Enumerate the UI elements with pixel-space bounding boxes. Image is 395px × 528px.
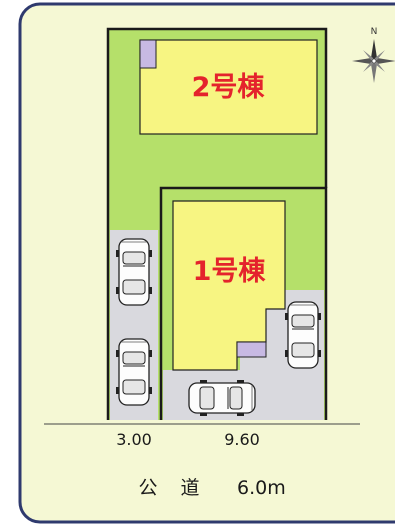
lot-2-boundary bbox=[106, 27, 328, 420]
lot-1-boundary bbox=[159, 186, 328, 420]
car-icon bbox=[116, 338, 152, 406]
car-icon bbox=[285, 301, 321, 369]
car-icon bbox=[116, 238, 152, 306]
frontage-left-label: 3.00 bbox=[116, 430, 152, 449]
building-1-label: 1号棟 bbox=[193, 256, 267, 287]
road-label-prefix: 公 bbox=[138, 477, 157, 499]
building-2-label: 2号棟 bbox=[192, 72, 266, 103]
building-2-annex bbox=[139, 39, 157, 69]
compass-rose-icon bbox=[352, 39, 395, 83]
compass-north-label: N bbox=[371, 27, 378, 37]
frontage-right-label: 9.60 bbox=[224, 430, 260, 449]
building-1-annex bbox=[236, 341, 267, 358]
building-2 bbox=[139, 39, 318, 135]
road-label-main: 道 bbox=[180, 477, 199, 499]
car-icon bbox=[188, 380, 256, 416]
road-width-label: 6.0m bbox=[237, 477, 286, 499]
